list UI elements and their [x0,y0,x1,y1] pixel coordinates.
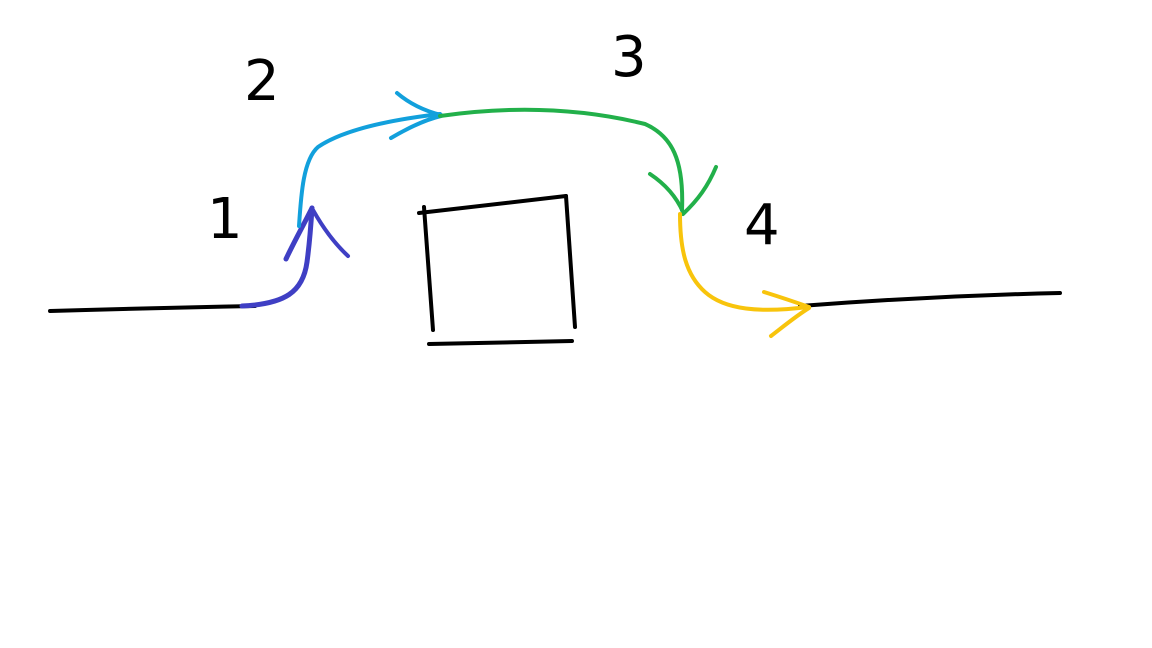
step-label-4: 4 [744,193,780,258]
step-label-3: 3 [611,25,647,90]
segment-1-arrow [239,205,350,309]
segment-3-arrow [438,107,718,216]
obstacle-square [417,194,577,346]
step-label-2: 2 [244,49,280,114]
segment-2-arrow [297,91,443,228]
left-baseline [48,304,257,313]
right-baseline [798,291,1062,308]
step-label-1: 1 [207,187,243,252]
segment-4-arrow [678,212,811,338]
